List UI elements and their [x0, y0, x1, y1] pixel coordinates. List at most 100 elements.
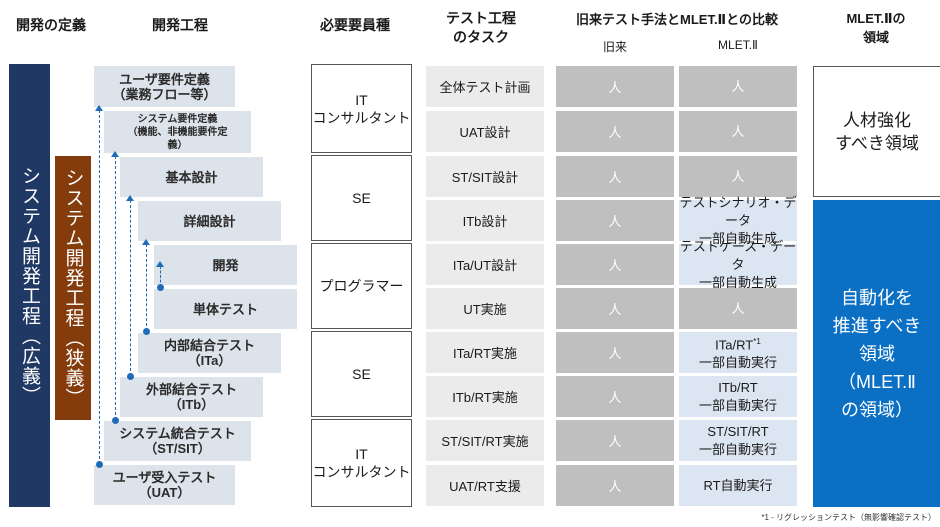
role-line: IT: [355, 446, 368, 462]
old-method-cell: 人: [556, 376, 674, 417]
narrow-definition-bar: システム開発工程（狭義）: [55, 156, 91, 420]
mlet-cell-line: ST/SIT/RT: [707, 423, 769, 439]
v-model-arrow-dot: [157, 284, 164, 291]
v-model-arrow-dot: [112, 417, 119, 424]
process-step-system-integration-test: システム統合テスト（ST/SIT）: [104, 421, 251, 461]
role-it-consultant: IT コンサルタント: [311, 419, 412, 507]
role-line: プログラマー: [319, 278, 404, 294]
process-step-line: （UAT）: [138, 485, 191, 500]
role-se: SE: [311, 155, 412, 241]
role-line: SE: [352, 366, 371, 382]
old-method-cell: 人: [556, 111, 674, 152]
process-step-user-requirements: ユーザ要件定義（業務フロー等）: [94, 66, 235, 107]
role-line: SE: [352, 190, 371, 206]
process-step-line: システム要件定義: [137, 113, 218, 125]
process-step-detailed-design: 詳細設計: [138, 201, 281, 241]
mlet-cell: テストシナリオ・データ一部自動生成: [679, 195, 797, 246]
process-step-line: ユーザ受入テスト: [112, 470, 217, 485]
role-line: コンサルタント: [312, 464, 411, 480]
v-model-arrow: [142, 239, 150, 331]
role-se: SE: [311, 331, 412, 417]
process-step-line: 外部結合テスト: [145, 382, 237, 397]
mlet-cell-line: テストシナリオ・データ: [679, 194, 797, 228]
task-cell: ITb設計: [426, 200, 544, 241]
narrow-definition-label: システム開発工程（狭義）: [62, 168, 84, 408]
mlet-cell: 人: [679, 288, 797, 329]
old-method-cell: 人: [556, 66, 674, 107]
process-step-line: システム統合テスト: [119, 426, 236, 441]
mlet-cell: RT自動実行: [679, 465, 797, 506]
footnote-marker: *1: [753, 336, 761, 346]
v-model-arrow-dot: [127, 373, 134, 380]
role-programmer: プログラマー: [311, 243, 412, 329]
header-new: MLET.Ⅱ: [718, 38, 758, 52]
mlet-cell: ITa/RT*1 一部自動実行: [679, 332, 797, 373]
domain-line: 自動化を: [841, 287, 913, 308]
old-method-cell: 人: [556, 465, 674, 506]
old-method-cell: 人: [556, 244, 674, 285]
automation-domain: 自動化を 推進すべき 領域 （MLET.Ⅱ の領域）: [813, 200, 940, 507]
process-step-line: 単体テスト: [192, 301, 258, 317]
task-cell: ITa/UT設計: [426, 244, 544, 285]
mlet-cell-line: 一部自動実行: [698, 441, 777, 457]
process-step-line: 詳細設計: [183, 213, 236, 229]
process-step-line: （ITa）: [187, 353, 232, 368]
role-line: コンサルタント: [312, 109, 411, 126]
domain-line: （MLET.Ⅱ: [838, 371, 916, 392]
mlet-cell-line: 一部自動実行: [698, 397, 777, 413]
domain-line: の領域）: [841, 399, 913, 420]
old-method-cell: 人: [556, 200, 674, 241]
broad-definition-bar: システム開発工程（広義）: [9, 64, 50, 507]
mlet-cell: 人: [679, 156, 797, 197]
mlet-cell: テストケース・データ一部自動生成: [679, 239, 797, 290]
old-method-cell: 人: [556, 332, 674, 373]
header-domain: MLET.Ⅱの 領域: [812, 9, 940, 47]
task-cell: UT実施: [426, 288, 544, 329]
mlet-cell-line: ITa/RT*1: [715, 336, 761, 353]
header-domain-line2: 領域: [862, 30, 889, 45]
mlet-cell-line: 一部自動生成: [698, 230, 777, 246]
process-step-basic-design: 基本設計: [120, 157, 263, 197]
domain-line: 人材強化: [843, 110, 911, 130]
domain-line: すべき領域: [835, 133, 919, 153]
task-cell: ITa/RT実施: [426, 332, 544, 373]
header-task-line1: テスト工程: [446, 10, 516, 26]
header-compare: 旧来テスト手法とMLET.Ⅱとの比較: [576, 12, 778, 27]
task-cell: ST/SIT/RT実施: [426, 420, 544, 461]
v-model-arrow: [95, 105, 103, 464]
task-cell: ITb/RT実施: [426, 376, 544, 417]
process-step-line: ユーザ要件定義: [119, 71, 210, 87]
header-roles: 必要要員種: [320, 17, 390, 33]
v-model-arrow: [111, 151, 119, 420]
task-cell: 全体テスト計画: [426, 66, 544, 107]
process-step-line: 基本設計: [165, 169, 218, 185]
mlet-cell: ST/SIT/RT 一部自動実行: [679, 420, 797, 461]
old-method-cell: 人: [556, 420, 674, 461]
process-step-line: 開発: [212, 257, 239, 273]
old-method-cell: 人: [556, 288, 674, 329]
broad-definition-label: システム開発工程（広義）: [19, 165, 40, 406]
process-step-internal-integration-test: 内部結合テスト（ITa）: [138, 333, 281, 373]
process-step-line: （業務フロー等）: [112, 86, 217, 102]
mlet-cell-line: 一部自動生成: [698, 274, 777, 290]
process-step-external-integration-test: 外部結合テスト（ITb）: [120, 377, 263, 417]
process-step-system-requirements: システム要件定義（機能、非機能要件定義）: [104, 111, 251, 153]
footnote: *1 - リグレッションテスト（無影響確認テスト）: [761, 513, 936, 522]
mlet-cell-line: 人: [731, 168, 745, 184]
task-cell: UAT設計: [426, 111, 544, 152]
mlet-cell-line: 一部自動実行: [698, 355, 777, 371]
header-definition: 開発の定義: [16, 17, 86, 33]
human-reinforcement-domain: 人材強化すべき領域: [813, 66, 940, 197]
process-step-line: 内部結合テスト: [163, 338, 255, 353]
header-old: 旧来: [602, 40, 627, 54]
v-model-arrow-dot: [143, 328, 150, 335]
header-process: 開発工程: [152, 17, 208, 33]
process-step-line: （ITb）: [168, 397, 215, 412]
header-task-line2: のタスク: [453, 29, 509, 45]
header-task: テスト工程 のタスク: [420, 9, 542, 47]
mlet-cell-line: RT自動実行: [703, 477, 773, 493]
role-line: IT: [355, 91, 368, 108]
v-model-arrow: [156, 261, 164, 287]
